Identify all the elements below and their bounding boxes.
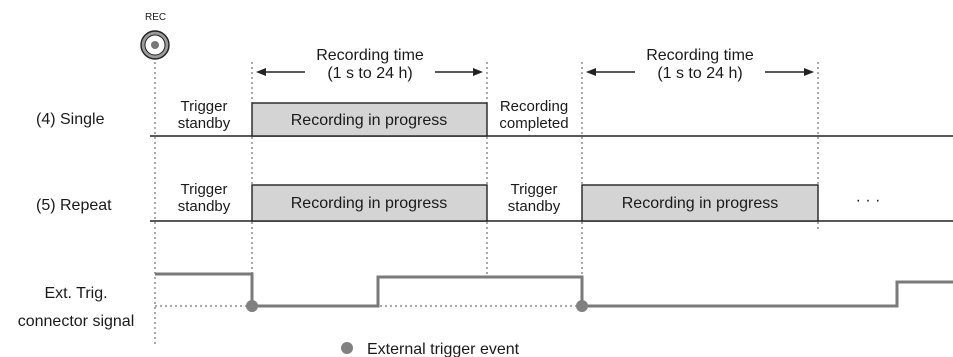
- recording-time-range-1: (1 s to 24 h): [327, 65, 412, 82]
- ext-trig-signal-waveform: [155, 272, 953, 308]
- recording-time-range-2: (1 s to 24 h): [657, 65, 742, 82]
- repeat-recording-label-1: Recording in progress: [291, 195, 448, 212]
- repeat-trigger-standby-1-line2: standby: [178, 198, 231, 215]
- row-repeat: (5) Repeat Trigger standby Recording in …: [36, 181, 953, 222]
- filled-circle-icon: [341, 342, 353, 354]
- recording-time-span-2: Recording time (1 s to 24 h): [586, 47, 814, 82]
- repeat-recording-box-2: [581, 184, 819, 222]
- single-trigger-standby-line2: standby: [178, 115, 231, 132]
- repeat-continuation-ellipsis: · · ·: [856, 192, 881, 209]
- trigger-event-marker-2: [576, 300, 588, 312]
- row-label-single: (4) Single: [36, 111, 105, 128]
- legend-label: External trigger event: [367, 341, 520, 357]
- single-trigger-standby-line1: Trigger: [181, 98, 228, 115]
- ext-trig-label-line1: Ext. Trig.: [44, 285, 107, 302]
- rec-label: REC: [145, 12, 166, 23]
- single-completed-line2: completed: [499, 115, 568, 132]
- single-recording-label: Recording in progress: [291, 112, 448, 129]
- row-single: (4) Single Trigger standby Recording in …: [36, 98, 953, 137]
- ext-trig-label-line2: connector signal: [18, 313, 135, 330]
- legend: External trigger event: [341, 341, 520, 357]
- record-button-icon: [140, 30, 170, 60]
- trigger-event-marker-1: [246, 300, 258, 312]
- recording-time-title-1: Recording time: [316, 47, 424, 64]
- repeat-recording-box-1: [251, 184, 488, 222]
- single-completed-line1: Recording: [500, 98, 568, 115]
- recording-time-span-1: Recording time (1 s to 24 h): [256, 47, 483, 82]
- row-label-repeat: (5) Repeat: [36, 197, 112, 214]
- repeat-recording-label-2: Recording in progress: [622, 195, 779, 212]
- row-ext-trig: Ext. Trig. connector signal: [18, 272, 953, 330]
- repeat-trigger-standby-2-line1: Trigger: [511, 181, 558, 198]
- repeat-trigger-standby-1-line1: Trigger: [181, 181, 228, 198]
- recording-time-title-2: Recording time: [646, 47, 754, 64]
- repeat-trigger-standby-2-line2: standby: [508, 198, 561, 215]
- single-recording-box: [251, 102, 488, 137]
